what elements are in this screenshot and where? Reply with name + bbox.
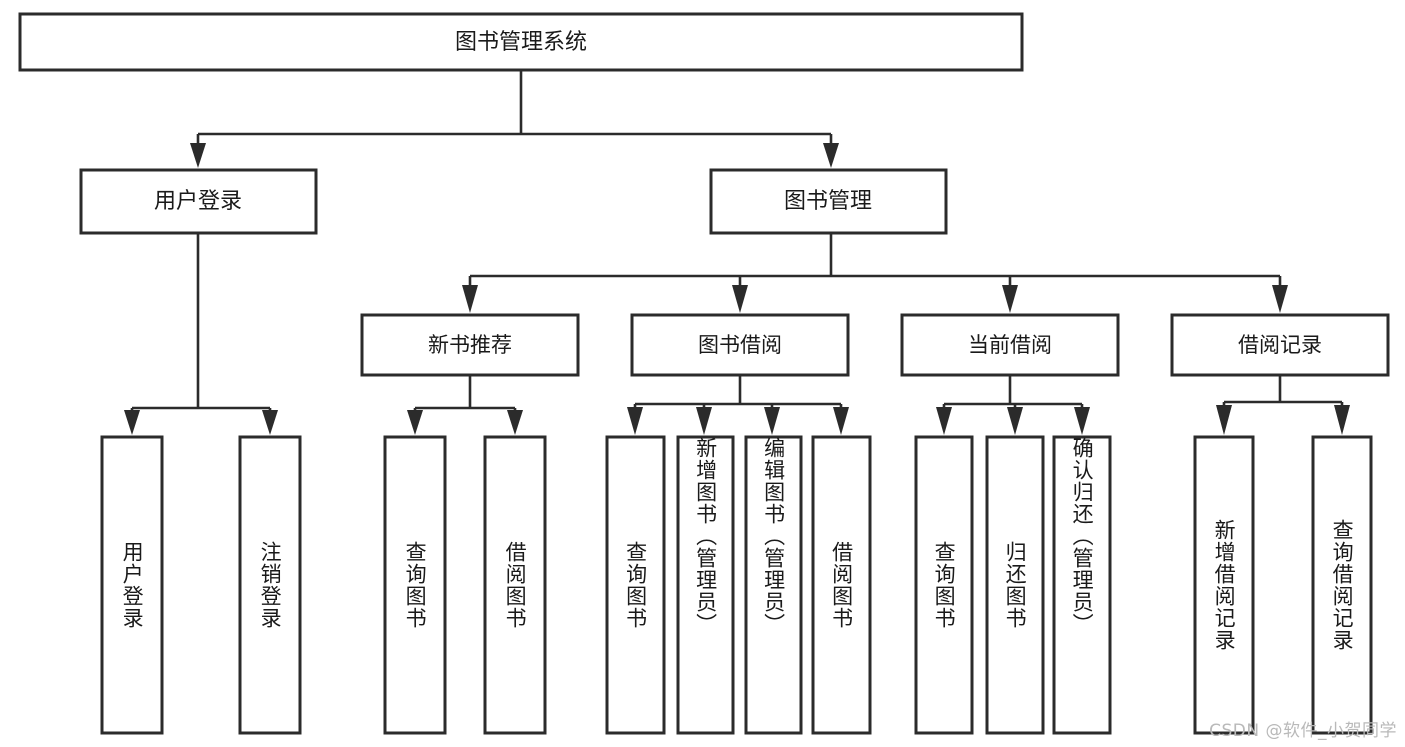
node-new-book-recommend-box[interactable]	[360, 313, 580, 377]
leaf-box-borrow-book-rec[interactable]	[483, 435, 547, 735]
connector-group-newbook	[407, 375, 523, 435]
connector-group-borrow	[627, 375, 849, 435]
arrowhead-current-leaf-3	[1074, 407, 1090, 435]
leaf-box-add-book-admin[interactable]	[676, 435, 735, 735]
node-book-borrow-box[interactable]	[630, 313, 850, 377]
arrowhead-root-to-book	[823, 143, 839, 168]
node-root-box[interactable]	[18, 12, 1024, 72]
arrowhead-root-to-user	[190, 143, 206, 168]
node-book-manage[interactable]: 图书管理	[709, 168, 948, 235]
connector-group-book-manage	[462, 233, 1288, 313]
connector-group-current	[936, 375, 1090, 435]
arrowhead-borrow-leaf-4	[833, 407, 849, 435]
arrowhead-current-leaf-1	[936, 407, 952, 435]
leaf-boxes	[100, 435, 1373, 735]
leaf-box-query-borrow-record[interactable]	[1311, 435, 1373, 735]
node-root-label: 图书管理系统	[455, 30, 587, 55]
node-user-login-box[interactable]	[79, 168, 318, 235]
connector-group-root	[190, 70, 839, 168]
node-user-login-label: 用户登录	[154, 189, 242, 214]
leaf-box-confirm-return-admin[interactable]	[1052, 435, 1112, 735]
arrowhead-newbook-leaf-1	[407, 410, 423, 435]
leaf-box-edit-book-admin[interactable]	[744, 435, 803, 735]
leaf-box-add-borrow-record[interactable]	[1193, 435, 1255, 735]
leaf-box-user-login[interactable]	[100, 435, 164, 735]
node-borrow-record[interactable]: 借阅记录	[1170, 313, 1390, 377]
arrowhead-book-to-record	[1272, 285, 1288, 313]
arrowhead-borrow-leaf-3	[764, 407, 780, 435]
node-borrow-record-box[interactable]	[1170, 313, 1390, 377]
arrowhead-book-to-newbook	[462, 285, 478, 313]
arrowhead-user-leaf-1	[124, 410, 140, 435]
arrowhead-current-leaf-2	[1007, 407, 1023, 435]
arrowhead-record-leaf-1	[1216, 405, 1232, 435]
node-book-manage-label: 图书管理	[784, 189, 872, 214]
node-book-borrow-label: 图书借阅	[698, 333, 782, 357]
node-new-book-recommend[interactable]: 新书推荐	[360, 313, 580, 377]
leaf-box-query-book-rec[interactable]	[383, 435, 447, 735]
arrowhead-book-to-borrow	[732, 285, 748, 313]
leaf-box-query-book-current[interactable]	[914, 435, 974, 735]
leaf-box-query-book-borrow[interactable]	[605, 435, 666, 735]
arrowhead-user-leaf-2	[262, 410, 278, 435]
csdn-watermark: CSDN @软件_小贺同学	[1209, 721, 1397, 741]
arrowhead-borrow-leaf-2	[696, 407, 712, 435]
leaf-box-logout-login[interactable]	[238, 435, 302, 735]
node-user-login[interactable]: 用户登录	[79, 168, 318, 235]
node-book-borrow[interactable]: 图书借阅	[630, 313, 850, 377]
node-borrow-record-label: 借阅记录	[1238, 333, 1322, 357]
arrowhead-book-to-current	[1002, 285, 1018, 313]
arrowhead-borrow-leaf-1	[627, 407, 643, 435]
node-current-borrow-label: 当前借阅	[968, 333, 1052, 357]
node-new-book-recommend-label: 新书推荐	[428, 333, 512, 357]
node-current-borrow[interactable]: 当前借阅	[900, 313, 1120, 377]
leaf-box-return-book[interactable]	[985, 435, 1045, 735]
connector-group-user-login	[124, 233, 278, 435]
node-root[interactable]: 图书管理系统	[18, 12, 1024, 72]
node-current-borrow-box[interactable]	[900, 313, 1120, 377]
arrowhead-record-leaf-2	[1334, 405, 1350, 435]
arrowhead-newbook-leaf-2	[507, 410, 523, 435]
connector-group-record	[1216, 375, 1350, 435]
leaf-box-borrow-book[interactable]	[811, 435, 872, 735]
node-book-manage-box[interactable]	[709, 168, 948, 235]
